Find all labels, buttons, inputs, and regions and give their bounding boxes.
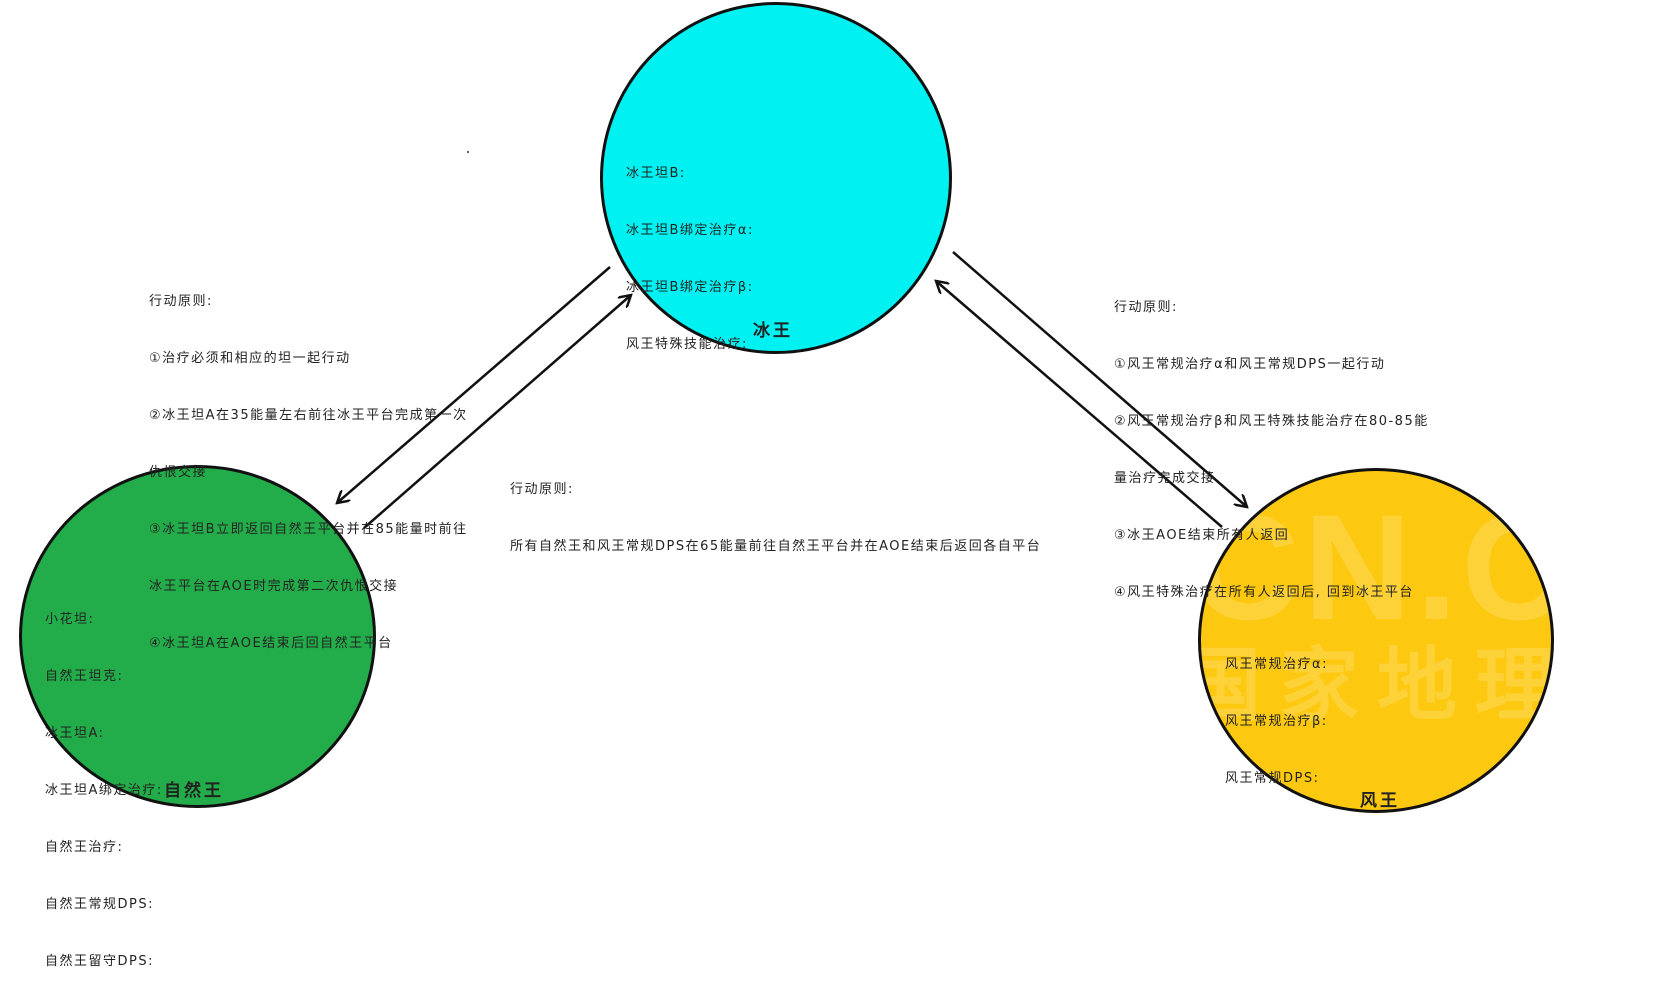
- role-line: 小花坦:: [45, 612, 95, 627]
- watermark-latin: CN.CO: [1198, 483, 1551, 651]
- role-line: 冰王坦B绑定治疗α:: [626, 223, 754, 238]
- ice-king-title: 冰王: [753, 321, 793, 341]
- rule-line: 行动原则:: [1114, 300, 1178, 315]
- nature-king-roles: 小花坦: 自然王坦克: 冰王坦A: 冰王坦A绑定治疗: 自然王治疗: 自然王常规…: [45, 572, 163, 990]
- role-line: 冰王坦A:: [45, 726, 105, 741]
- rule-line: ③冰王坦B立即返回自然王平台并在85能量时前往: [149, 522, 468, 537]
- role-line: 冰王坦B绑定治疗β:: [626, 280, 754, 295]
- role-line: 自然王坦克:: [45, 669, 124, 684]
- ice-king-node: [600, 2, 952, 354]
- nature-king-title: 自然王: [164, 781, 224, 801]
- wind-king-roles: 风王常规治疗α: 风王常规治疗β: 风王常规DPS:: [1225, 617, 1328, 807]
- rule-line: ④冰王坦A在AOE结束后回自然王平台: [149, 636, 393, 651]
- rule-line: 量治疗完成交接: [1114, 471, 1216, 486]
- rule-line: 行动原则:: [510, 482, 574, 497]
- role-line: 自然王治疗:: [45, 840, 124, 855]
- role-line: 风王特殊技能治疗:: [626, 337, 748, 352]
- role-line: 自然王留守DPS:: [45, 954, 154, 969]
- stray-dot: [467, 151, 469, 153]
- arrows-layer: [0, 151, 1655, 529]
- rule-line: ③冰王AOE结束所有人返回: [1114, 528, 1290, 543]
- rule-line: ④风王特殊治疗在所有人返回后, 回到冰王平台: [1114, 585, 1414, 600]
- arrow-wind-to-ice: [936, 281, 1223, 528]
- rule-line: 冰王平台在AOE时完成第二次仇恨交接: [149, 579, 399, 594]
- rule-line: 所有自然王和风王常规DPS在65能量前往自然王平台并在AOE结束后返回各自平台: [510, 539, 1042, 554]
- arrow-ice-to-nature: [337, 266, 611, 503]
- ice-king-roles: 冰王坦B: 冰王坦B绑定治疗α: 冰王坦B绑定治疗β: 风王特殊技能治疗:: [626, 126, 754, 373]
- role-line: 冰王坦B:: [626, 166, 686, 181]
- rule-line: 行动原则:: [149, 294, 213, 309]
- role-line: 冰王坦A绑定治疗:: [45, 783, 163, 798]
- nature-king-node: [19, 465, 376, 808]
- rules-middle: 行动原则: 所有自然王和风王常规DPS在65能量前往自然王平台并在AOE结束后返…: [510, 442, 1041, 575]
- rule-line: 仇恨交接: [149, 465, 208, 480]
- rule-line: ②冰王坦A在35能量左右前往冰王平台完成第一次: [149, 408, 468, 423]
- arrow-ice-to-wind: [952, 251, 1247, 507]
- role-line: 风王常规治疗β:: [1225, 714, 1328, 729]
- wind-king-node: CN.CO 国家地理: [1198, 468, 1554, 813]
- arrow-nature-to-ice: [363, 295, 631, 529]
- rule-line: ①治疗必须和相应的坦一起行动: [149, 351, 351, 366]
- role-line: 风王常规DPS:: [1225, 771, 1320, 786]
- watermark-cjk: 国家地理: [1198, 639, 1554, 732]
- wind-king-title: 风王: [1360, 791, 1400, 811]
- role-line: 风王常规治疗α:: [1225, 657, 1328, 672]
- rule-line: ①风王常规治疗α和风王常规DPS一起行动: [1114, 357, 1386, 372]
- rule-line: ②风王常规治疗β和风王特殊技能治疗在80-85能: [1114, 414, 1429, 429]
- role-line: 自然王常规DPS:: [45, 897, 154, 912]
- rules-right: 行动原则: ①风王常规治疗α和风王常规DPS一起行动 ②风王常规治疗β和风王特殊…: [1114, 260, 1429, 621]
- rules-left: 行动原则: ①治疗必须和相应的坦一起行动 ②冰王坦A在35能量左右前往冰王平台完…: [149, 254, 468, 672]
